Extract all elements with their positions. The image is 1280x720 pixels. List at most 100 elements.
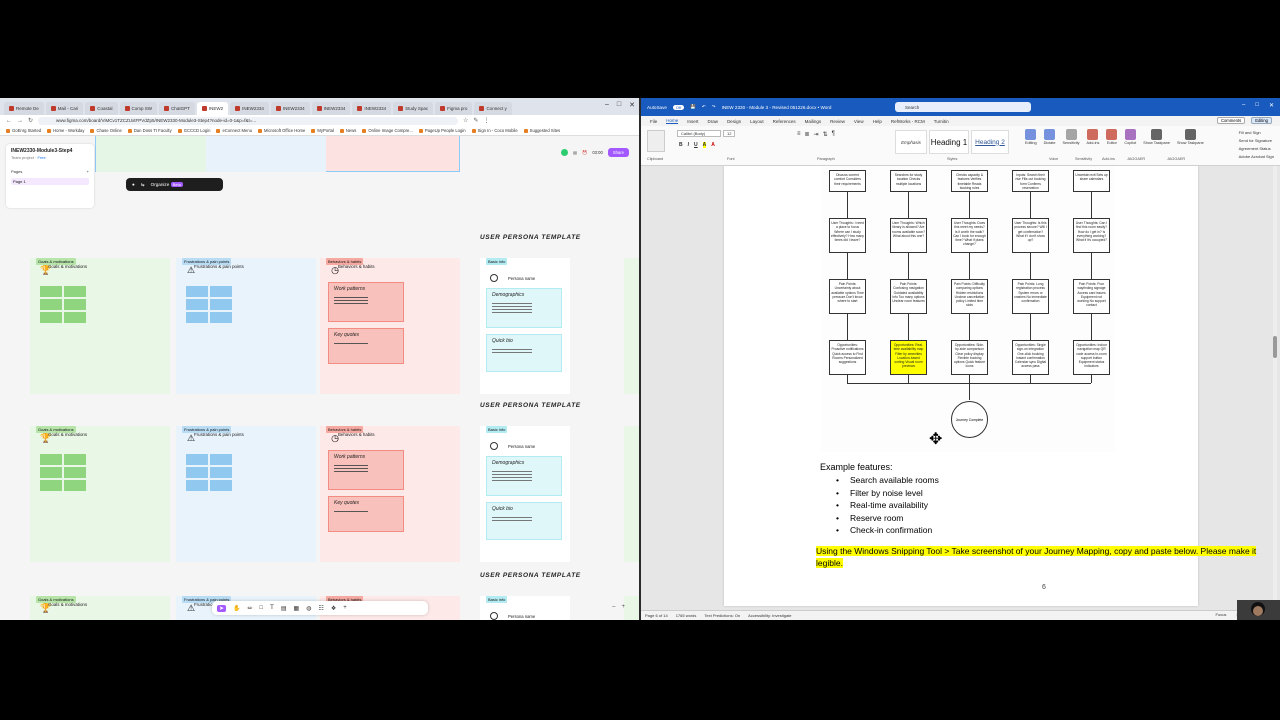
font-size-select[interactable]: 12 [723,130,736,137]
reload-icon[interactable]: ↻ [28,118,34,124]
italic-icon[interactable]: I [687,142,690,148]
browser-tab[interactable]: Comp SW [119,102,158,115]
quick-bio-card[interactable]: Quick bio [486,334,562,372]
page-item-1[interactable]: Page 1 [11,178,89,185]
bookmark-item[interactable]: Microsoft Office Home [258,128,305,133]
sticky-note[interactable] [40,312,62,323]
layout-icon[interactable]: ▤ [573,150,578,155]
sticky-note[interactable] [186,299,208,310]
figma-canvas[interactable]: INEW2330-Module3-Step4 Team project · Fr… [0,136,639,620]
table-tool-icon[interactable]: ☷ [318,605,324,612]
close-icon[interactable]: ✕ [629,102,635,109]
acrobat-tool[interactable]: Agreement Status [1238,146,1271,151]
sticky-note[interactable] [210,286,232,297]
goals-section[interactable]: Goals & motivations 🏆 Goals & motivation… [30,258,170,394]
basic-info-section[interactable]: Basic info Persona name Demographics Qui… [480,258,570,394]
style-heading-2[interactable]: Heading 2 [971,130,1009,154]
ribbon-tool-button[interactable]: Show Taskpane [1143,129,1170,145]
highlight-icon[interactable]: A [702,142,707,148]
acrobat-tool[interactable]: Adobe Acrobat Sign [1238,154,1274,159]
timer-icon[interactable]: ⏰ [582,149,588,155]
browser-tab[interactable]: ChatGPT [159,102,195,115]
word-count[interactable]: 1765 words [675,613,697,618]
undo-icon[interactable]: ↶ [701,104,706,109]
quick-bio-card[interactable]: Quick bio [486,502,562,540]
frustrations-section[interactable]: Frustrations & pain points ⚠ Frustration… [176,426,316,562]
save-icon[interactable]: 💾 [690,104,696,109]
star-icon[interactable]: ☆ [463,118,469,124]
menu-tab-turnitin[interactable]: Turnitin [933,118,949,124]
acrobat-tool[interactable]: Send for Signature [1238,138,1272,143]
font-color-icon[interactable]: A [711,142,715,148]
minimize-icon[interactable]: – [604,101,609,108]
menu-tab-file[interactable]: File [650,118,658,124]
sticky-note[interactable] [210,312,232,323]
minimize-icon[interactable]: – [1242,102,1246,108]
demographics-card[interactable]: Demographics [486,288,562,328]
bold-icon[interactable]: B [679,142,683,148]
menu-tab-insert[interactable]: Insert [687,118,699,124]
sticky-note[interactable] [210,454,232,465]
organize-toolbar[interactable]: ● ⇋ Organize Beta [126,178,223,191]
focus-button[interactable]: Focus [1215,612,1227,617]
accessibility-status[interactable]: Accessibility: Investigate [748,613,792,618]
sticky-note[interactable] [186,467,208,478]
document-area[interactable]: Discuss current comfort Considers their … [641,166,1280,610]
word-search-input[interactable]: Search [895,102,1031,112]
sort-icon[interactable]: ⇅ [822,132,828,138]
bookmark-item[interactable]: Dan Doss TI Faculty [127,128,172,133]
ribbon-tool-button[interactable]: Copilot [1124,129,1136,145]
bookmark-item[interactable]: Online Image Compre... [362,128,413,133]
goals-section[interactable]: Goals & motivations 🏆 Goals & motivation… [30,426,170,562]
sticky-note[interactable] [40,299,62,310]
browser-tab[interactable]: Study Spac [393,102,434,115]
basic-info-section[interactable]: Basic info Persona name [480,596,570,620]
avatar[interactable] [561,149,569,156]
sticky-note[interactable] [186,312,208,323]
browser-tab[interactable]: Mail - Cari [45,102,84,115]
frustrations-section[interactable]: Frustrations & pain points ⚠ Frustration… [176,258,316,394]
bookmark-item[interactable]: eConnect Menu [216,128,252,133]
key-quotes-card[interactable]: Key quotes [328,496,404,532]
sticky-note[interactable] [64,454,86,465]
sticky-note[interactable] [64,286,86,297]
browser-tab[interactable]: Figma pro [435,102,473,115]
numbering-icon[interactable]: ≣ [804,132,810,138]
sticky-tool-icon[interactable]: ▤ [280,605,287,612]
menu-tab-layout[interactable]: Layout [750,118,764,124]
extensions-icon[interactable]: ✎ [473,118,479,124]
sticky-note[interactable] [210,467,232,478]
indent-icon[interactable]: ⇥ [813,132,819,138]
ribbon-tool-button[interactable]: Dictate [1044,129,1055,145]
forward-icon[interactable]: → [17,117,23,124]
section-tool-icon[interactable]: ▦ [293,605,300,612]
menu-icon[interactable]: ⋮ [483,118,490,124]
document-page[interactable]: Discuss current comfort Considers their … [724,166,1257,606]
sticky-note[interactable] [64,467,86,478]
sticky-note[interactable] [186,480,208,491]
autosave-toggle[interactable]: Off [672,104,685,110]
ribbon-tool-button[interactable]: Add-ins [1087,129,1099,145]
browser-tab[interactable]: INEW2334 [270,102,310,115]
stamp-tool-icon[interactable]: ◍ [306,605,312,612]
shape-tool-icon[interactable]: □ [259,605,264,611]
sticky-note[interactable] [40,286,62,297]
sticky-note[interactable] [64,312,86,323]
address-bar[interactable]: www.figma.com/board/ViMCv1TZCZUxtFPVdZp5… [38,116,459,125]
style-emphasis[interactable]: Emphasis [895,130,927,154]
sticky-note[interactable] [40,454,62,465]
goals-section[interactable]: Goals & motivations 🏆 Goals & motivation… [30,596,170,620]
shuffle-icon[interactable]: ⇋ [140,181,145,187]
paste-button[interactable] [647,130,665,152]
organize-button[interactable]: Organize Beta [150,182,183,187]
add-tool-icon[interactable]: + [343,605,347,611]
bookmark-item[interactable]: MyPortal [311,128,334,133]
close-icon[interactable]: ✕ [1268,103,1274,109]
browser-tab[interactable]: INEW2334 [230,102,269,115]
menu-tab-draw[interactable]: Draw [707,118,719,124]
menu-tab-view[interactable]: View [853,118,864,124]
back-icon[interactable]: ← [6,117,12,124]
comments-button[interactable]: Comments [1216,117,1246,124]
zoom-out-icon[interactable]: – [612,604,616,610]
font-name-select[interactable]: Calibri (Body) [677,130,721,137]
